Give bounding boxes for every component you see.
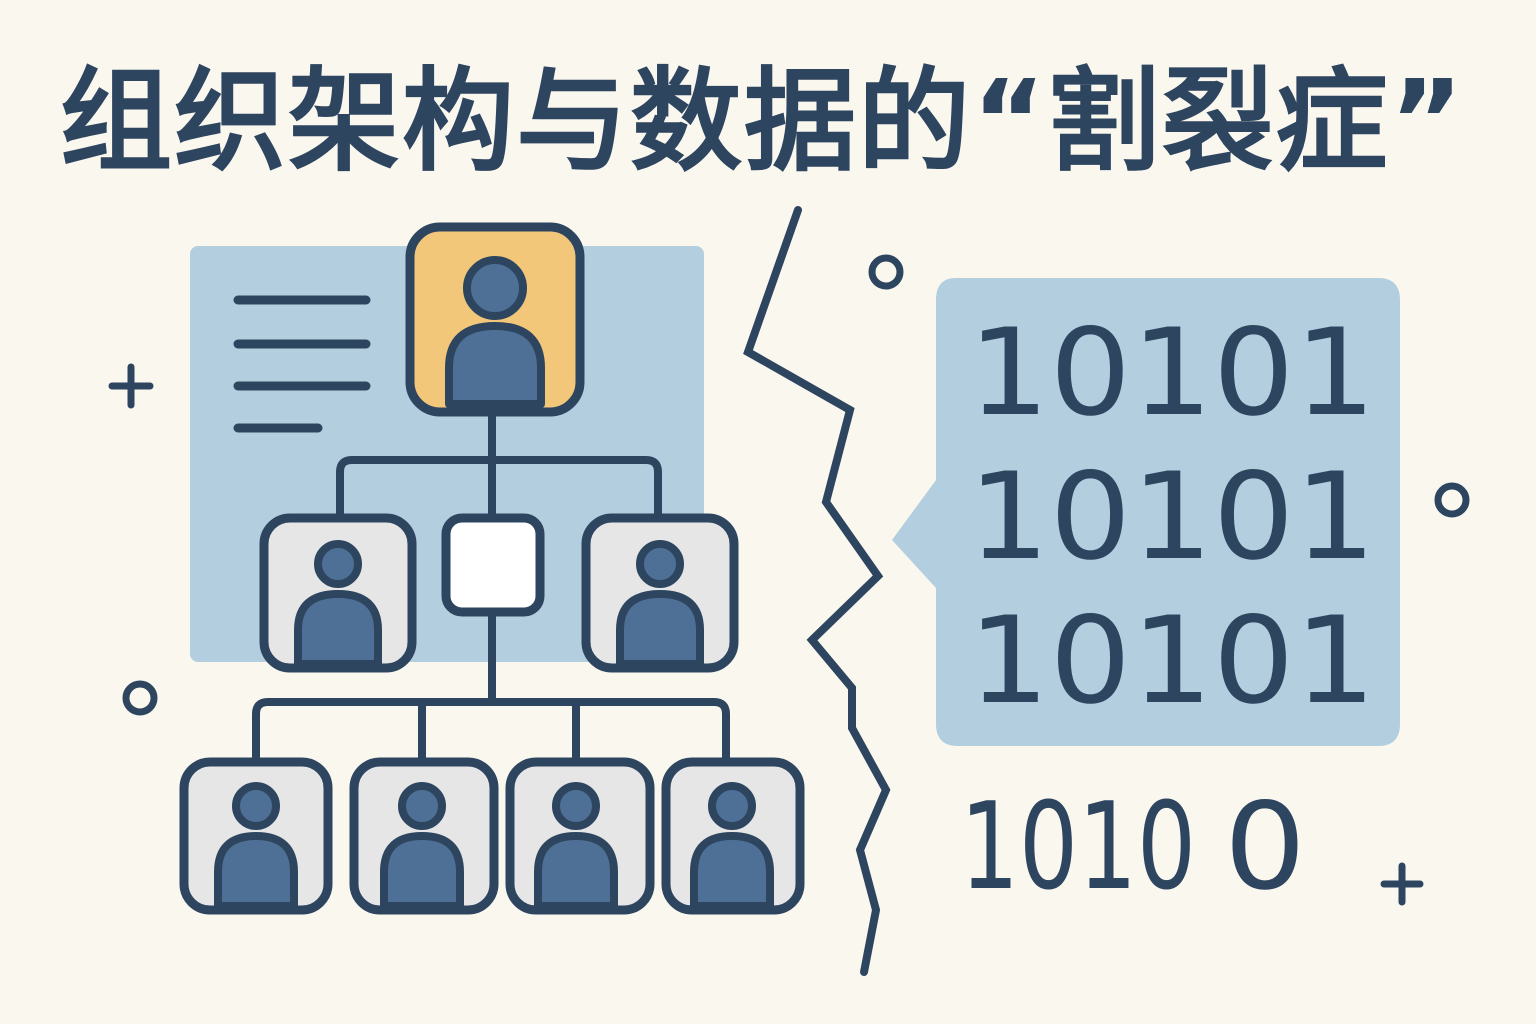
org-node-middle-left	[259, 513, 417, 673]
person-icon	[690, 782, 774, 910]
circle-decoration-icon	[1434, 482, 1470, 518]
person-icon	[214, 782, 298, 910]
binary-panel: 10101 10101 10101	[968, 304, 1376, 731]
person-icon	[294, 540, 382, 668]
org-node-top	[405, 222, 585, 417]
circle-decoration-icon	[122, 680, 158, 716]
plus-decoration-icon	[1380, 862, 1424, 906]
page-title: 组织架构与数据的“割裂症”	[60, 57, 1466, 187]
zigzag-crack-icon	[743, 206, 891, 976]
loose-binary-digits: 1010	[960, 778, 1196, 917]
binary-row-3: 10101	[968, 592, 1376, 731]
org-node-bottom-4	[661, 757, 805, 915]
person-icon	[616, 540, 704, 668]
binary-row-1: 10101	[968, 304, 1376, 443]
plus-decoration-icon	[108, 363, 154, 409]
speech-bubble-icon	[892, 278, 1400, 746]
person-icon	[534, 782, 618, 910]
document-lines-icon	[233, 295, 371, 433]
binary-row-2: 10101	[968, 448, 1376, 587]
org-node-vacant	[441, 513, 545, 617]
org-node-bottom-1	[179, 757, 333, 915]
org-node-bottom-2	[349, 757, 499, 915]
org-node-middle-right	[581, 513, 739, 673]
org-chart-connectors	[252, 412, 730, 762]
person-icon	[380, 782, 464, 910]
circle-decoration-icon	[868, 254, 904, 290]
org-node-bottom-3	[505, 757, 655, 915]
loose-binary-tail: 0	[1224, 778, 1306, 917]
person-icon	[445, 256, 545, 408]
